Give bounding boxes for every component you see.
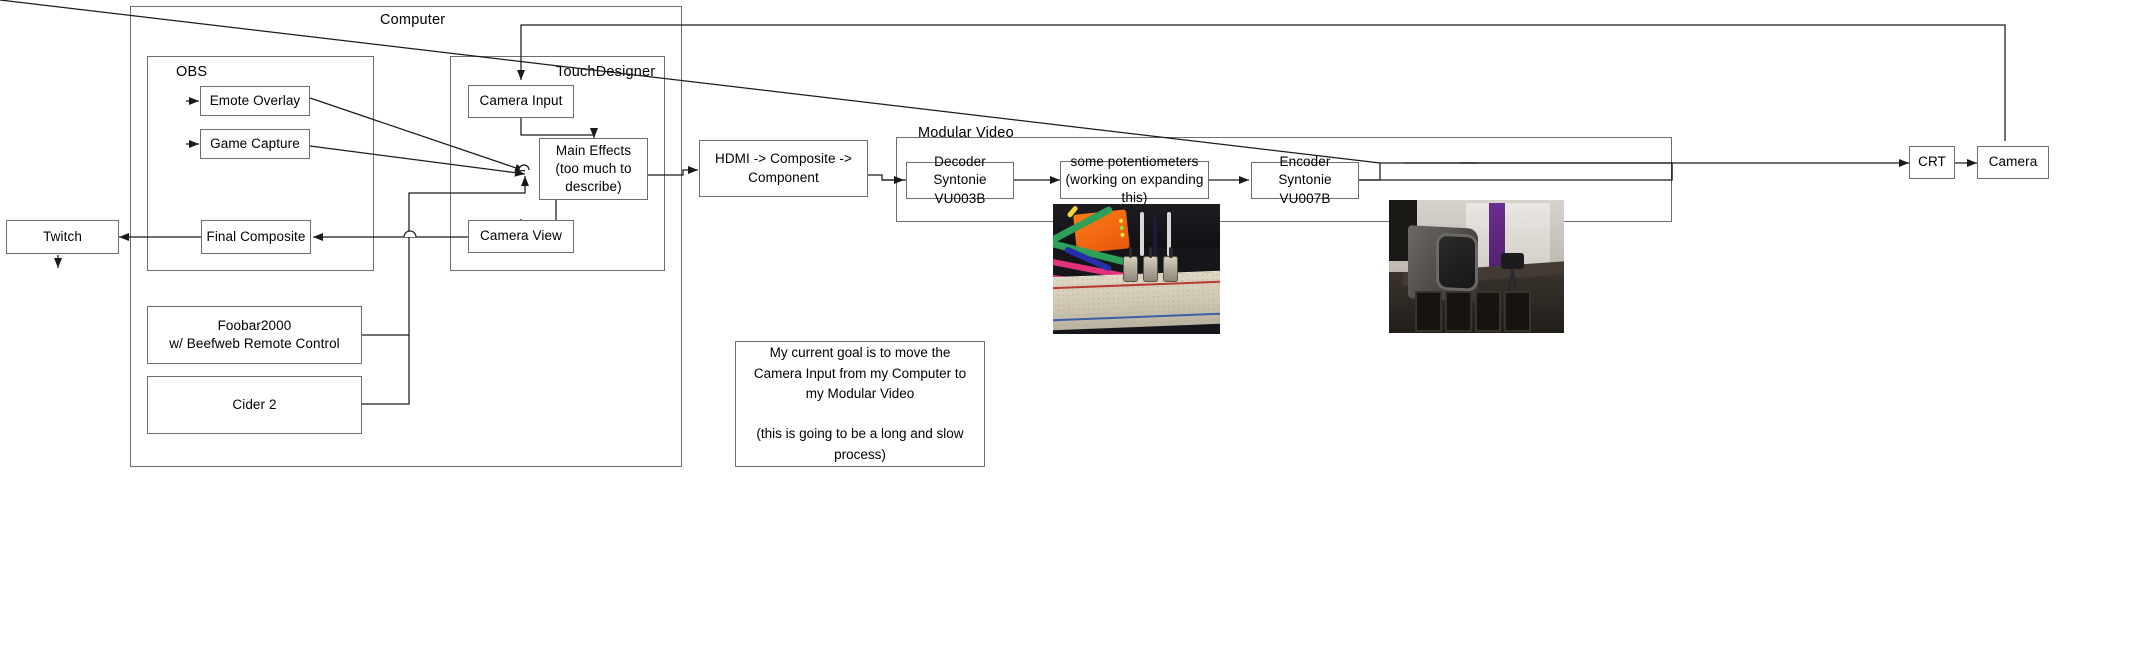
goal-note: My current goal is to move the Camera In…: [735, 341, 985, 467]
node-game-capture[interactable]: Game Capture: [200, 129, 310, 159]
node-twitch[interactable]: Twitch: [6, 220, 119, 254]
node-camera[interactable]: Camera: [1977, 146, 2049, 179]
node-encoder[interactable]: Encoder Syntonie VU007B: [1251, 154, 1359, 206]
node-main-effects[interactable]: Main Effects (too much to describe): [539, 138, 648, 200]
node-foobar2000[interactable]: Foobar2000 w/ Beefweb Remote Control: [147, 306, 362, 364]
node-decoder[interactable]: Decoder Syntonie VU003B: [906, 154, 1014, 206]
node-hdmi-converter[interactable]: HDMI -> Composite -> Component: [699, 140, 868, 197]
node-cider-2[interactable]: Cider 2: [147, 376, 362, 434]
node-final-composite[interactable]: Final Composite: [201, 220, 311, 254]
node-camera-input[interactable]: Camera Input: [468, 85, 574, 118]
group-computer-label: Computer: [380, 12, 446, 28]
node-camera-view[interactable]: Camera View: [468, 220, 574, 253]
group-touchdesigner-label: TouchDesigner: [556, 64, 656, 80]
group-modular-video-label: Modular Video: [918, 125, 1014, 141]
group-obs-label: OBS: [176, 64, 208, 80]
node-crt[interactable]: CRT: [1909, 146, 1955, 179]
photo-crt-room: [1389, 200, 1564, 333]
node-emote-overlay[interactable]: Emote Overlay: [200, 86, 310, 116]
photo-breadboard: [1053, 204, 1220, 334]
node-potentiometers[interactable]: some potentiometers (working on expandin…: [1060, 154, 1209, 205]
